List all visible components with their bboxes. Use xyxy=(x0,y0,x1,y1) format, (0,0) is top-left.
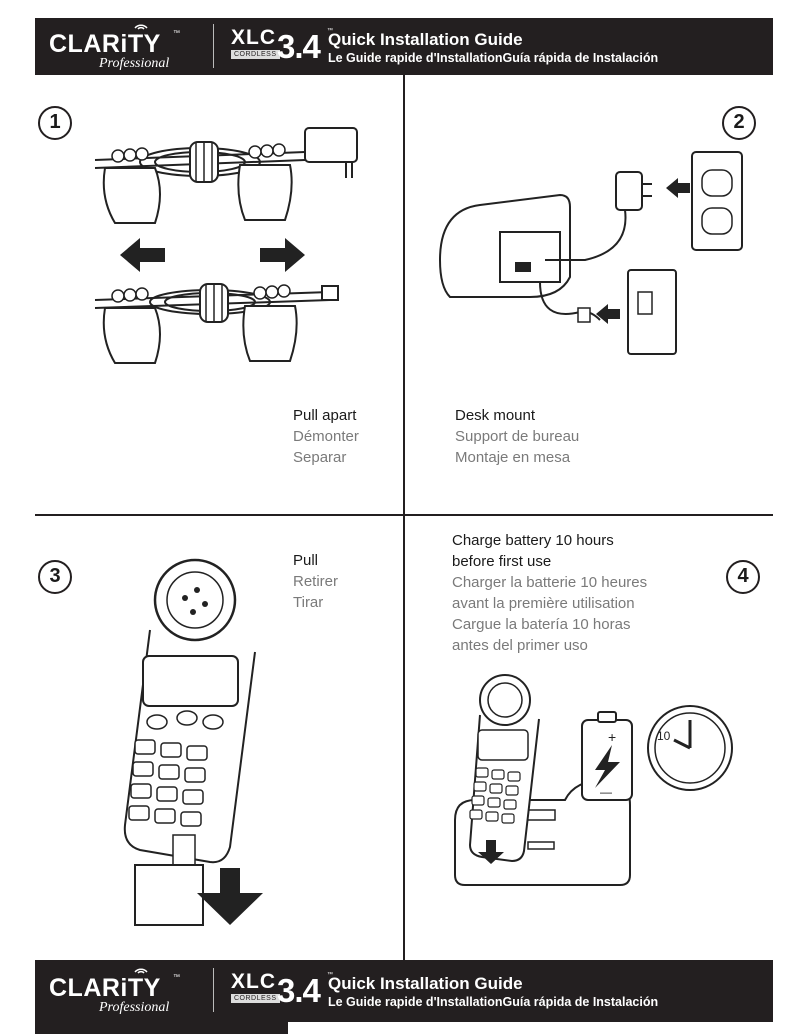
step-4-label-es-2: antes del primer uso xyxy=(452,637,588,654)
footer-brand-logo: CLARiTY ™ Professional xyxy=(49,968,199,1015)
step-1-number: 1 xyxy=(38,106,72,140)
header-divider xyxy=(213,24,214,68)
brand-subtitle: Professional xyxy=(99,56,170,71)
battery-plus-label: + xyxy=(608,729,616,745)
step-3-label-en: Pull xyxy=(293,552,319,569)
footer-brand-subtitle: Professional xyxy=(99,1000,170,1015)
model-trademark: ™ xyxy=(327,28,333,34)
grid-divider-vertical xyxy=(403,75,405,960)
step-4-label-en-2: before first use xyxy=(452,553,552,570)
step-3-label-es: Tirar xyxy=(293,594,324,611)
step-1-caption: Pull apart Démonter Separar xyxy=(293,405,359,468)
step-2-label-fr: Support de bureau xyxy=(455,428,580,445)
battery-minus-label: — xyxy=(600,785,612,799)
step-4-label-fr-1: Charger la batterie 10 heures xyxy=(452,574,648,591)
step-2-number: 2 xyxy=(722,106,756,140)
footer-bar xyxy=(35,1022,288,1034)
model-number: 3.4 xyxy=(277,28,321,65)
signal-icon xyxy=(134,24,148,30)
footer-model-logo: XLC CORDLESS 3.4 ™ xyxy=(231,970,341,1012)
pull-apart-cord-illustration xyxy=(94,127,358,364)
step-4-caption: Charge battery 10 hours before first use… xyxy=(452,530,647,656)
footer-model-number: 3.4 xyxy=(277,972,321,1009)
guide-subtitle: Le Guide rapide d'InstallationGuía rápid… xyxy=(328,51,659,65)
step-4-label-es-1: Cargue la batería 10 horas xyxy=(452,616,631,633)
battery-icon xyxy=(581,711,633,801)
step-4-number: 4 xyxy=(726,560,760,594)
clock-label: 10 xyxy=(657,729,671,743)
footer-divider xyxy=(213,968,214,1012)
charging-illustration: + — 10 xyxy=(454,674,733,886)
footer-model-cordless: CORDLESS xyxy=(231,994,280,1003)
clock-icon xyxy=(647,705,733,791)
guide-title: Quick Installation Guide xyxy=(328,30,523,49)
step-4-label-en-1: Charge battery 10 hours xyxy=(452,532,614,549)
brand-trademark: ™ xyxy=(173,30,180,37)
step-3-caption: Pull Retirer Tirar xyxy=(293,550,338,613)
footer-guide-subtitle: Le Guide rapide d'InstallationGuía rápid… xyxy=(328,995,659,1009)
step-1-label-es: Separar xyxy=(293,449,347,466)
model-cordless: CORDLESS xyxy=(231,50,280,59)
step-2-label-en: Desk mount xyxy=(455,407,536,424)
footer-model-prefix: XLC xyxy=(231,970,276,993)
footer-model-trademark: ™ xyxy=(327,972,333,978)
handset-pull-tab-illustration xyxy=(123,558,263,926)
grid-divider-horizontal xyxy=(35,514,773,516)
step-1-label-en: Pull apart xyxy=(293,407,357,424)
model-prefix: XLC xyxy=(231,26,276,49)
step-2-label-es: Montaje en mesa xyxy=(455,449,571,466)
footer-brand-trademark: ™ xyxy=(173,974,180,981)
brand-logo: CLARiTY ™ Professional xyxy=(49,24,199,71)
step-3-number: 3 xyxy=(38,560,72,594)
footer-signal-icon xyxy=(134,968,148,974)
brand-name: CLARiTY xyxy=(49,30,161,58)
footer-guide-title: Quick Installation Guide xyxy=(328,974,523,993)
model-logo: XLC CORDLESS 3.4 ™ xyxy=(231,26,341,68)
step-1-label-fr: Démonter xyxy=(293,428,359,445)
desk-mount-illustration xyxy=(438,151,743,355)
step-3-label-fr: Retirer xyxy=(293,573,339,590)
header-banner: CLARiTY ™ Professional XLC CORDLESS 3.4 … xyxy=(35,18,773,75)
step-4-label-fr-2: avant la première utilisation xyxy=(452,595,635,612)
footer-brand-name: CLARiTY xyxy=(49,974,161,1002)
footer-banner: CLARiTY ™ Professional XLC CORDLESS 3.4 … xyxy=(35,960,773,1022)
step-2-caption: Desk mount Support de bureau Montaje en … xyxy=(455,405,579,468)
